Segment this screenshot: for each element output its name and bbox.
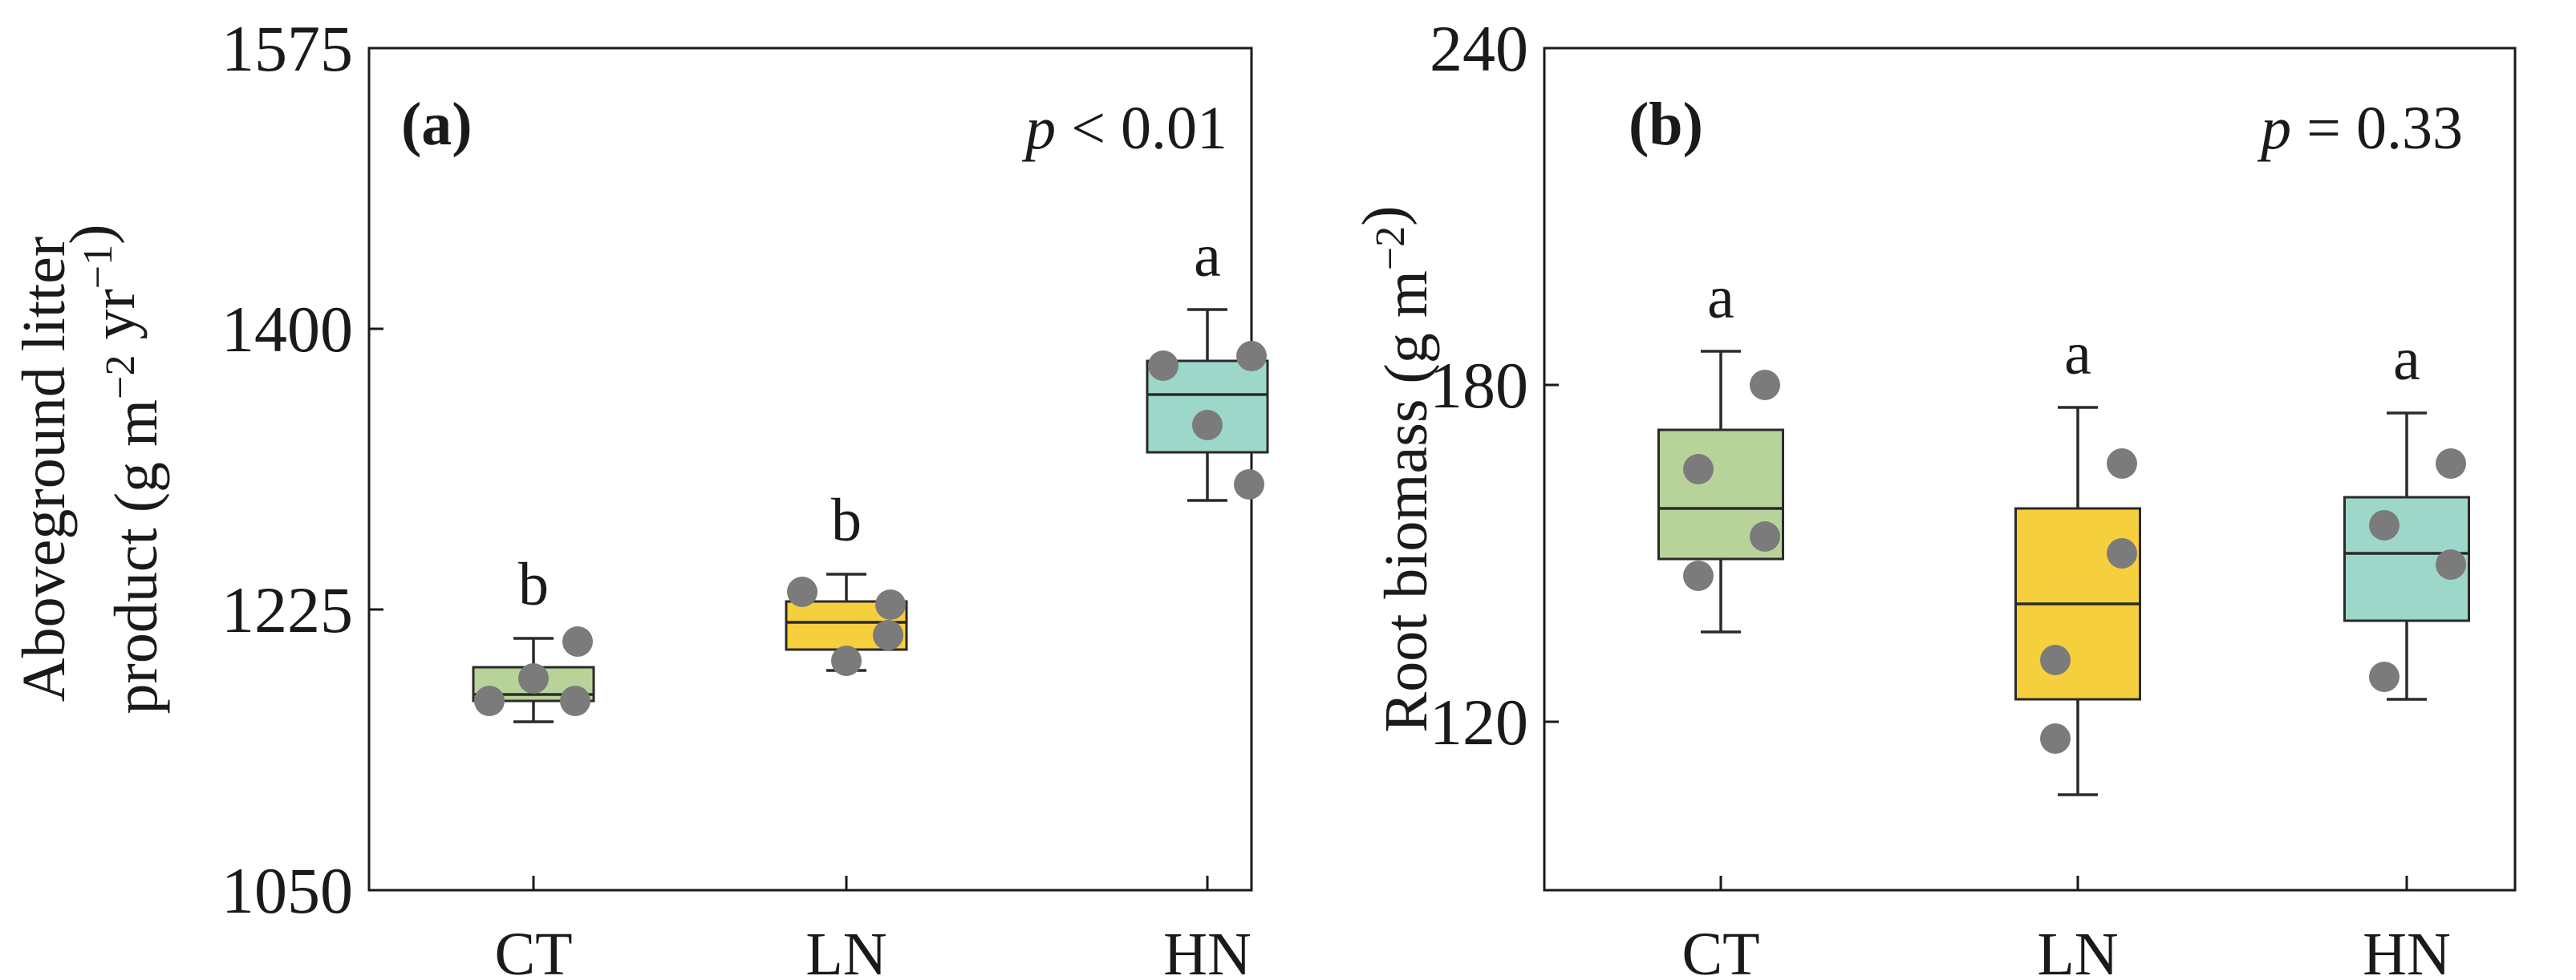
y-tick-label: 1400 (221, 293, 353, 366)
y-axis-label: product (g m−2 yr−1) (58, 225, 170, 715)
y-tick-label: 120 (1430, 686, 1528, 759)
data-point (2369, 510, 2400, 541)
x-tick-label: LN (805, 921, 886, 980)
x-tick-label: HN (2363, 921, 2451, 980)
data-point (1750, 370, 1780, 400)
panel-label: (b) (1629, 91, 1703, 158)
y-axis-label-text: Aboveground litter (10, 237, 78, 702)
p-value-annotation: p < 0.01 (1021, 95, 1227, 162)
significance-letter: b (831, 487, 862, 554)
y-axis-label-text: product (g m (103, 399, 170, 715)
y-axis-label-text: ) (1350, 206, 1418, 226)
x-tick-label: LN (2037, 921, 2118, 980)
significance-letter: a (2064, 320, 2091, 387)
y-tick-label: 1575 (221, 12, 353, 85)
plot-frame (1543, 47, 2517, 892)
data-point (787, 577, 817, 607)
data-point (2107, 538, 2137, 569)
data-point (875, 589, 906, 620)
plot-frame (367, 47, 1253, 892)
significance-letter: a (2393, 326, 2420, 393)
p-value-text: = 0.33 (2291, 95, 2463, 162)
x-tick-label: CT (1681, 921, 1759, 980)
y-axis-label-superscript: −2 (1368, 226, 1414, 270)
data-point (873, 620, 903, 650)
data-point (1148, 350, 1178, 381)
y-axis-label-text: ) (58, 225, 125, 245)
y-axis-label: Root biomass (g m−2) (1350, 206, 1440, 733)
y-axis-label-superscript: −1 (75, 245, 121, 289)
data-point (1234, 469, 1264, 500)
y-tick-label: 240 (1430, 12, 1528, 85)
data-point (831, 646, 862, 676)
p-value-symbol: p (2257, 95, 2291, 162)
y-axis-label-text: Root biomass (g m (1373, 270, 1440, 732)
data-point (2436, 448, 2466, 479)
data-point (560, 686, 590, 716)
significance-letter: a (1194, 222, 1221, 290)
y-axis-label-superscript: −2 (98, 355, 144, 399)
y-tick-label: 1225 (221, 573, 353, 646)
data-point (2040, 645, 2071, 675)
x-tick-label: HN (1163, 921, 1251, 980)
significance-letter: a (1707, 264, 1734, 331)
data-point (2040, 723, 2071, 754)
significance-letter: b (518, 551, 549, 618)
data-point (2436, 549, 2466, 580)
p-value-symbol: p (1021, 95, 1056, 162)
data-point (1192, 410, 1223, 440)
data-point (2369, 662, 2400, 692)
data-point (1750, 521, 1780, 552)
y-axis-label-text: yr (80, 289, 148, 354)
data-point (562, 626, 593, 657)
y-tick-label: 1050 (221, 854, 353, 927)
y-tick-label: 180 (1430, 349, 1528, 422)
data-point (1683, 454, 1714, 484)
data-point (518, 663, 549, 694)
p-value-text: < 0.01 (1056, 95, 1227, 162)
p-value-annotation: p = 0.33 (2257, 95, 2463, 162)
data-point (1236, 341, 1267, 371)
data-point (474, 686, 505, 716)
y-axis-label: Aboveground litter (10, 237, 78, 702)
x-tick-label: CT (494, 921, 572, 980)
panel-label: (a) (401, 91, 473, 158)
data-point (2107, 448, 2137, 479)
data-point (1683, 561, 1714, 591)
